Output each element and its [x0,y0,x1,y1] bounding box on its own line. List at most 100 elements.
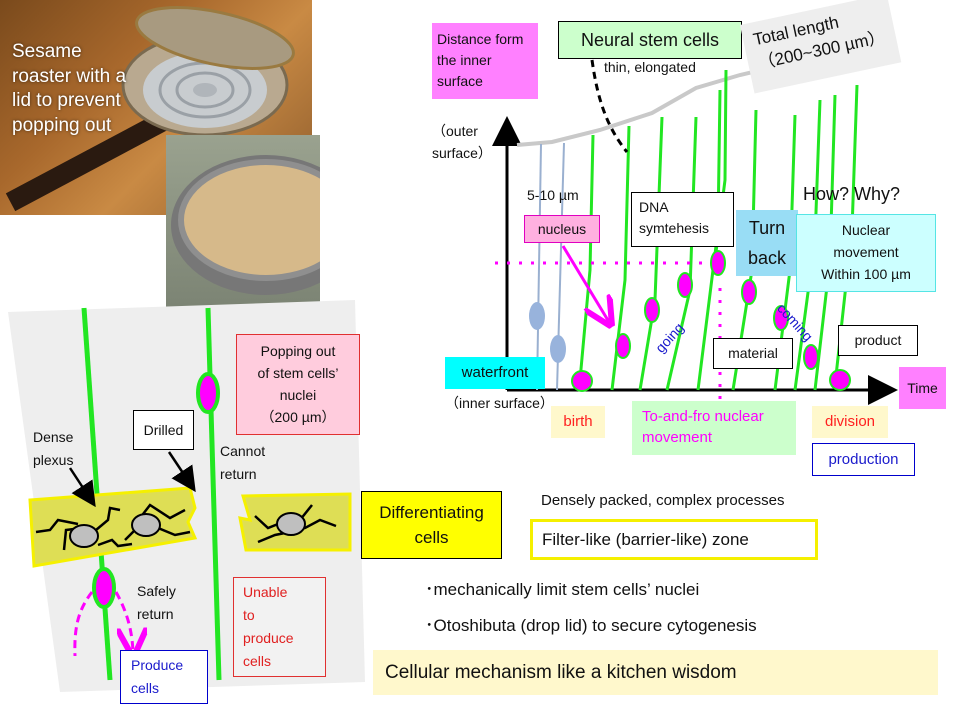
cannot-return-label: Cannot return [220,440,265,486]
title-pointer-dashed [590,59,629,153]
nuclear-label: Nuclear [841,222,891,238]
outer-surface-label: （outer surface） [432,123,492,161]
roaster-caption: Sesame roaster with a lid to prevent pop… [12,41,127,136]
y-axis-label: Distance form the inner surface [437,31,524,89]
safely-return-label-2: return [137,606,174,622]
product-label: product [854,332,902,348]
unable-line-3: produce [243,630,294,646]
cells-label: cells [131,680,160,696]
time-label: Time [907,380,938,396]
nucleus-label-box: nucleus [524,215,600,243]
turn-label: Turn [748,218,786,238]
densely-packed-label: Densely packed, complex processes [541,492,785,509]
differentiating-cells-box: Differentiating cells [361,491,502,559]
popping-line-1: Popping out [260,343,336,359]
bullet-mechanically: ･mechanically limit stem cells’ nuclei [425,580,700,599]
nucleus [741,279,757,305]
sieve-photo [166,135,320,307]
sesame-roaster-photo [0,0,312,215]
nucleus-birth [571,370,593,392]
bullet-otoshibuta: ･Otoshibuta (drop lid) to secure cytogen… [425,616,757,635]
returning-nucleus [92,567,116,609]
inner-surface-label: （inner surface） [445,395,554,411]
production-box: production [812,443,915,476]
unable-box: Unable to produce cells [233,577,326,677]
dense-plexus-arrow [68,467,96,508]
unable-line-4: cells [243,653,272,669]
waterfront-box: waterfront [445,357,545,389]
dense-plexus-label: Dense plexus [33,426,73,472]
filter-zone-box: Filter-like (barrier-like) zone [530,519,818,560]
plexus-label: plexus [33,452,74,468]
to-and-fro-label: To-and-fro nuclear [642,408,764,425]
popping-out-box: Popping out of stem cells’ nuclei （200 µ… [236,334,360,435]
early-nucleus [529,302,545,330]
roaster-illustration [5,6,295,212]
sieve-illustration [171,155,320,295]
safely-return-label: Safely return [137,580,176,626]
stem-cell-nuclei [571,250,851,392]
conclusion-text: Cellular mechanism like a kitchen wisdom [385,662,737,683]
popping-line-4: （200 µm） [260,409,336,425]
nucleus [644,297,660,323]
dna-label: DNA [639,199,669,215]
nucleus [615,333,631,359]
division-box: division [812,406,888,438]
birth-label: birth [563,413,593,430]
differentiating-label: Differentiating [379,503,484,522]
nucleus-size-label: 5-10 µm [527,187,579,203]
how-why-label: How? Why? [803,184,901,204]
production-label: production [828,451,899,468]
waterfront-label: waterfront [461,364,529,381]
popping-line-2: of stem cells’ [257,365,339,381]
early-stem-cells [529,142,566,391]
nuclear-movement-box: Nuclear movement Within 100 µm [796,214,936,292]
to-and-fro-box: To-and-fro nuclear movement [632,401,796,455]
within-label: Within 100 µm [821,266,911,282]
nucleus-pointer-arrow [561,245,609,322]
nucleus [677,272,693,298]
unable-line-2: to [243,607,255,623]
drilled-arrow [167,451,196,493]
produce-cells-box: Produce cells [120,650,208,704]
synthesis-label: symtehesis [639,220,710,236]
y-axis-label-box: Distance form the inner surface [432,23,538,99]
time-box: Time [899,367,946,409]
cells-label-2: cells [414,528,449,547]
produce-label: Produce [131,657,184,673]
birth-box: birth [551,406,605,438]
popping-line-3: nuclei [279,387,317,403]
division-label: division [824,413,876,430]
safely-label: Safely [137,583,176,599]
conclusion-banner: Cellular mechanism like a kitchen wisdom [373,650,938,695]
filter-zone-label: Filter-like (barrier-like) zone [542,530,749,549]
stem-fiber-right [205,307,222,681]
to-and-fro-label-2: movement [642,429,713,446]
outer-surface-line [516,66,771,147]
cannot-label: Cannot [220,443,266,459]
product-box: product [838,325,918,356]
back-label: back [747,248,787,268]
material-label: material [728,345,778,361]
popped-out-nucleus [196,372,220,414]
nucleus-label: nucleus [537,221,587,237]
drilled-label: Drilled [143,422,184,438]
neural-stem-cells-title: Neural stem cells [580,30,720,50]
title-box: Neural stem cells [558,21,742,59]
movement-label: movement [833,244,899,260]
nucleus [803,344,819,370]
nucleus-top [710,250,726,276]
dense-label: Dense [33,429,74,445]
nucleus [773,305,789,331]
thin-elongated-label: thin, elongated [604,59,696,75]
differentiating-cell-bodies [69,512,306,548]
nucleus-division [829,369,851,391]
early-nucleus [550,335,566,363]
return-dashed-left [73,591,94,657]
unable-line-1: Unable [243,584,288,600]
dna-synthesis-box: DNA symtehesis [631,192,734,247]
return-label: return [220,466,257,482]
drilled-box: Drilled [133,410,194,450]
turn-back-box: Turn back [736,210,798,276]
return-dashed-right [114,591,133,652]
